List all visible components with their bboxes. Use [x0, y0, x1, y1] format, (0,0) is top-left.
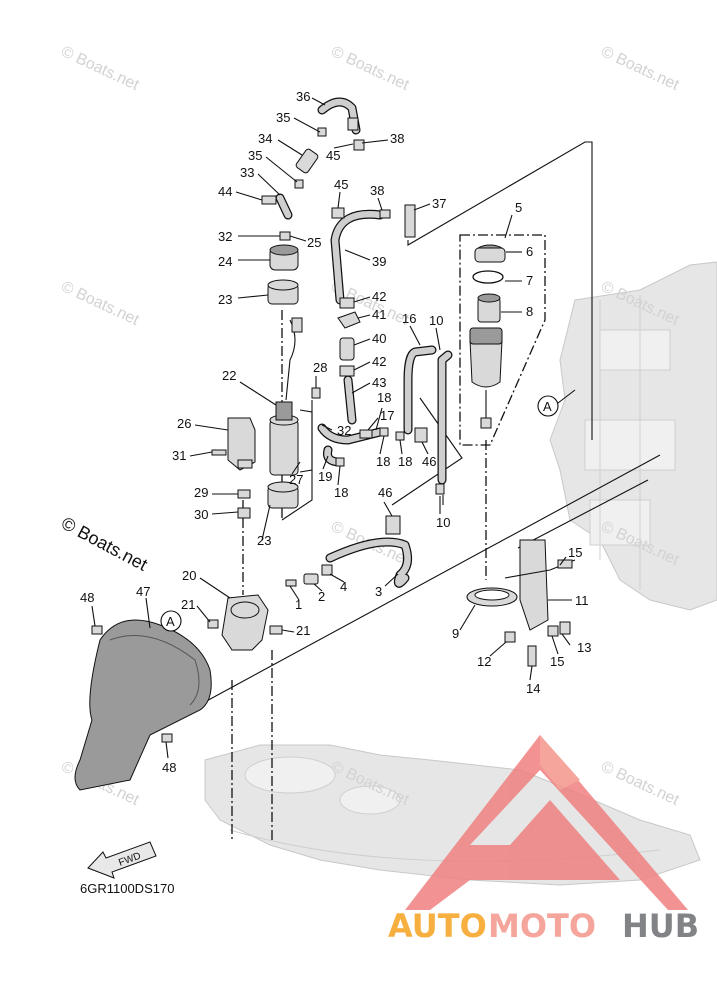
watermark-4: © Boats.net: [58, 278, 142, 329]
callout-45a: 45: [326, 148, 340, 163]
callout-33: 33: [240, 165, 254, 180]
watermark-3: © Boats.net: [598, 43, 682, 94]
callout-41: 41: [372, 307, 386, 322]
callout-10b: 10: [436, 515, 450, 530]
callout-18a: 18: [377, 390, 391, 405]
callout-28: 28: [313, 360, 327, 375]
logo-triangle-mark: [405, 735, 688, 910]
svg-text:A: A: [543, 399, 552, 414]
callout-35a: 35: [276, 110, 290, 125]
callout-13: 13: [577, 640, 591, 655]
callout-31: 31: [172, 448, 186, 463]
callout-19: 19: [318, 469, 332, 484]
callout-leaders: [91, 97, 572, 759]
diagram-code: 6GR1100DS170: [80, 881, 174, 896]
hoses: [275, 97, 453, 588]
callout-24: 24: [218, 254, 232, 269]
callout-16: 16: [402, 311, 416, 326]
callout-29: 29: [194, 485, 208, 500]
logo-word-auto: AUTO: [388, 907, 487, 945]
logo-word-hub: HUB: [622, 907, 699, 945]
callout-8: 8: [526, 304, 533, 319]
fuel-filter-group-box: [459, 234, 546, 446]
callout-32b: 32: [337, 423, 351, 438]
callout-3: 3: [375, 584, 382, 599]
callout-42b: 42: [372, 354, 386, 369]
callout-27: 27: [289, 472, 303, 487]
watermark-11: © Boats.net: [598, 758, 682, 809]
callout-48b: 48: [162, 760, 176, 775]
callout-39: 39: [372, 254, 386, 269]
callout-5: 5: [515, 200, 522, 215]
callout-18b: 18: [376, 454, 390, 469]
logo-word-moto: MOTO: [488, 907, 596, 945]
callout-36: 36: [296, 89, 310, 104]
callout-20: 20: [182, 568, 196, 583]
watermark-2: © Boats.net: [328, 43, 412, 94]
callout-42a: 42: [372, 289, 386, 304]
callout-26: 26: [177, 416, 191, 431]
callout-15b: 15: [550, 654, 564, 669]
copyright-text: © Boats.net: [58, 513, 151, 575]
watermark-1: © Boats.net: [58, 43, 142, 94]
callout-25: 25: [307, 235, 321, 250]
parts: [74, 117, 576, 791]
callout-38b: 38: [370, 183, 384, 198]
callouts: 1 2 3 4 5 6 7 8 9 10 10 11 12 13 14 15 1…: [80, 89, 591, 775]
callout-37: 37: [432, 196, 446, 211]
section-marker-a-left: A: [160, 610, 182, 632]
callout-11: 11: [575, 593, 589, 608]
callout-17: 17: [380, 408, 394, 423]
callout-14: 14: [526, 681, 540, 696]
callout-45b: 45: [334, 177, 348, 192]
callout-4: 4: [340, 579, 347, 594]
callout-23b: 23: [257, 533, 271, 548]
callout-18d: 18: [334, 485, 348, 500]
callout-1: 1: [295, 597, 302, 612]
callout-2: 2: [318, 589, 325, 604]
fwd-arrow: FWD: [87, 841, 157, 879]
callout-9: 9: [452, 626, 459, 641]
callout-34: 34: [258, 131, 272, 146]
callout-22: 22: [222, 368, 236, 383]
callout-46b: 46: [378, 485, 392, 500]
svg-text:A: A: [166, 614, 175, 629]
callout-38a: 38: [390, 131, 404, 146]
callout-18c: 18: [398, 454, 412, 469]
callout-35b: 35: [248, 148, 262, 163]
callout-21b: 21: [296, 623, 310, 638]
callout-30: 30: [194, 507, 208, 522]
callout-44: 44: [218, 184, 232, 199]
callout-21a: 21: [181, 597, 195, 612]
section-marker-a-right: A: [537, 389, 576, 417]
callout-12: 12: [477, 654, 491, 669]
callout-43: 43: [372, 375, 386, 390]
callout-7: 7: [526, 273, 533, 288]
callout-10a: 10: [429, 313, 443, 328]
callout-23a: 23: [218, 292, 232, 307]
callout-32a: 32: [218, 229, 232, 244]
automotohub-logo: AUTO MOTO HUB: [388, 735, 699, 945]
callout-47: 47: [136, 584, 150, 599]
callout-15a: 15: [568, 545, 582, 560]
callout-40: 40: [372, 331, 386, 346]
callout-48a: 48: [80, 590, 94, 605]
callout-46a: 46: [422, 454, 436, 469]
callout-6: 6: [526, 244, 533, 259]
